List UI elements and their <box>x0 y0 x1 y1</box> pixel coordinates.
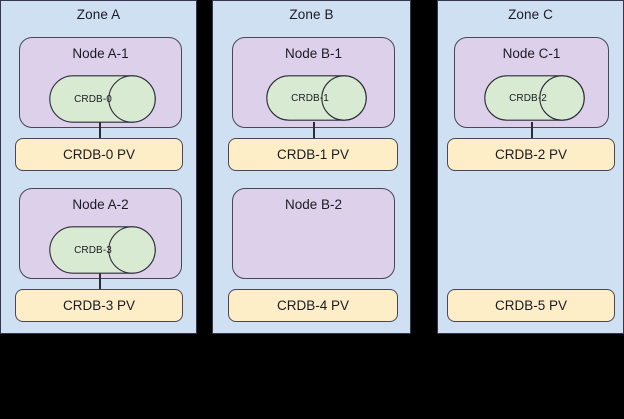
pv-crdb-1-label: CRDB-1 PV <box>276 147 349 162</box>
pv-crdb-1: CRDB-1 PV <box>228 138 398 171</box>
node-a-2: Node A-2 CRDB-3 <box>19 188 182 279</box>
connector-crdb-0 <box>99 122 101 139</box>
zone-b-label: Zone B <box>289 7 334 22</box>
pod-crdb-3: CRDB-3 <box>49 226 156 274</box>
cylinder-icon <box>49 226 156 274</box>
node-a-1-label: Node A-1 <box>72 46 129 61</box>
pv-crdb-2-label: CRDB-2 PV <box>494 147 567 162</box>
pv-crdb-4-label: CRDB-4 PV <box>276 298 349 313</box>
pv-crdb-5-label: CRDB-5 PV <box>494 298 567 313</box>
zone-c: Zone C Node C-1 CRDB-2 CRDB-2 PV CRDB-5 … <box>437 0 624 334</box>
pod-crdb-0: CRDB-0 <box>49 75 156 123</box>
zone-b: Zone B Node B-1 CRDB-1 CRDB-1 PV Node B-… <box>212 0 411 334</box>
pv-crdb-3-label: CRDB-3 PV <box>62 298 135 313</box>
connector-crdb-1 <box>313 122 315 139</box>
cylinder-icon <box>484 75 585 121</box>
connector-crdb-3 <box>99 273 101 290</box>
cylinder-icon <box>49 75 156 123</box>
node-c-1: Node C-1 CRDB-2 <box>454 37 609 128</box>
node-b-2-label: Node B-2 <box>284 197 343 212</box>
pod-crdb-0-label: CRDB-0 <box>74 93 112 105</box>
pod-crdb-1-label: CRDB-1 <box>291 92 329 104</box>
pv-crdb-3: CRDB-3 PV <box>15 289 183 322</box>
pod-crdb-2: CRDB-2 <box>484 75 585 121</box>
pv-crdb-4: CRDB-4 PV <box>228 289 398 322</box>
pv-crdb-5: CRDB-5 PV <box>447 289 615 322</box>
node-b-1: Node B-1 CRDB-1 <box>232 37 395 128</box>
pod-crdb-3-label: CRDB-3 <box>74 244 112 256</box>
node-b-1-label: Node B-1 <box>284 46 343 61</box>
pod-crdb-2-label: CRDB-2 <box>509 92 547 104</box>
node-a-1: Node A-1 CRDB-0 <box>19 37 182 128</box>
pod-crdb-1: CRDB-1 <box>266 75 367 121</box>
pv-crdb-0-label: CRDB-0 PV <box>62 147 135 162</box>
node-c-1-label: Node C-1 <box>502 46 561 61</box>
zone-a: Zone A Node A-1 CRDB-0 CRDB-0 PV Node A-… <box>0 0 197 334</box>
node-b-2: Node B-2 <box>232 188 395 279</box>
cylinder-icon <box>266 75 367 121</box>
pv-crdb-0: CRDB-0 PV <box>15 138 183 171</box>
connector-crdb-2 <box>531 122 533 139</box>
node-a-2-label: Node A-2 <box>72 197 129 212</box>
zone-a-label: Zone A <box>76 7 121 22</box>
zone-c-label: Zone C <box>508 7 553 22</box>
pv-crdb-2: CRDB-2 PV <box>447 138 615 171</box>
